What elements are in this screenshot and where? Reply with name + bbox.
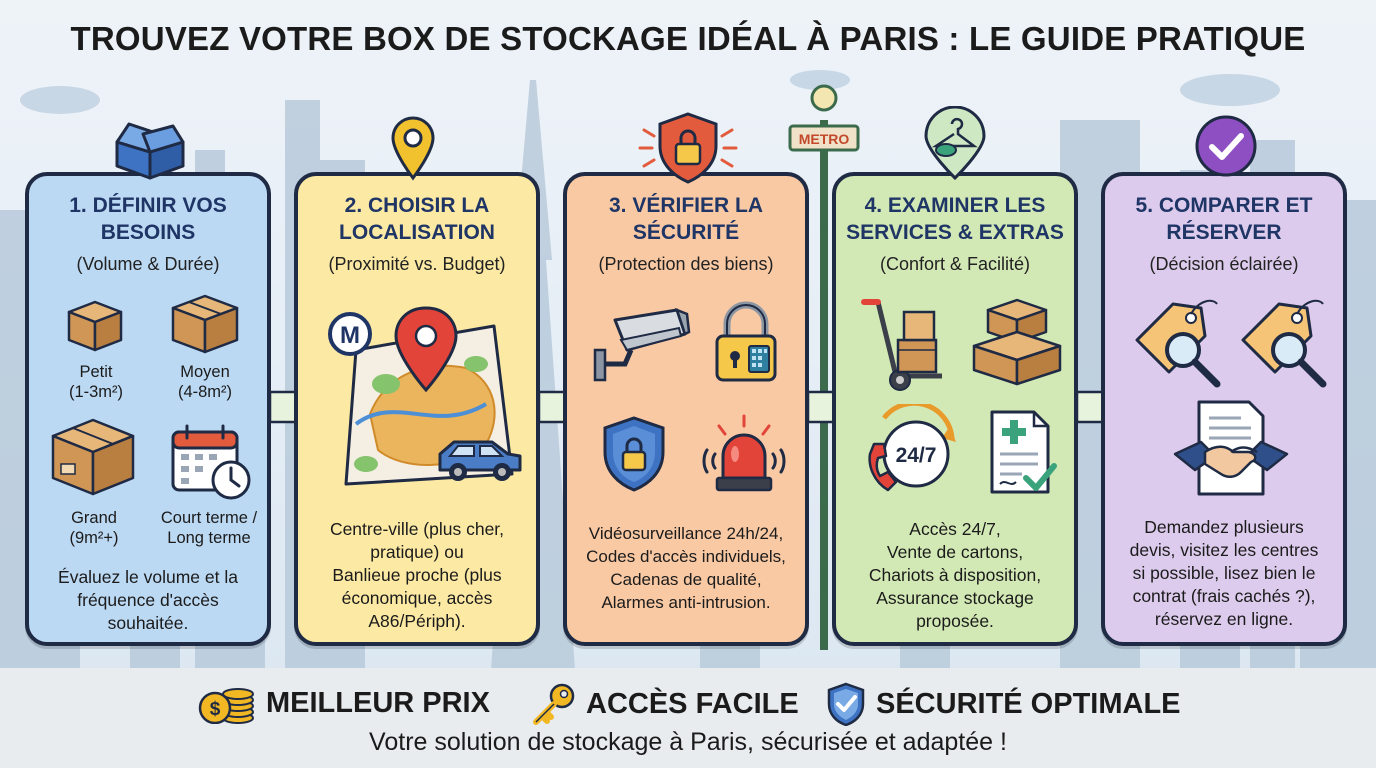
insurance-document-icon — [990, 410, 1057, 494]
shield-check-icon — [827, 682, 865, 726]
tagline: Votre solution de stockage à Paris, sécu… — [369, 728, 1007, 756]
step-subtitle: (Volume & Durée) — [76, 254, 220, 274]
step-description: Accès 24/7,Vente de cartons,Chariots à d… — [868, 519, 1042, 631]
hanger-icon — [924, 106, 986, 180]
hand-truck-icon — [861, 299, 942, 391]
large-box-icon — [51, 418, 135, 496]
size-medium-label: Moyen(4-8m²) — [177, 363, 233, 401]
padlock-keypad-icon — [715, 301, 777, 382]
coins-icon: $ — [198, 688, 254, 724]
step-subtitle: (Proximité vs. Budget) — [328, 254, 506, 274]
stacked-boxes-icon — [972, 298, 1062, 386]
feature-easy-access: ACCÈS FACILE — [532, 682, 799, 726]
check-circle-icon — [1195, 115, 1257, 177]
paris-map-icon: M — [328, 306, 522, 486]
medium-box-icon — [171, 294, 239, 354]
size-small-label: Petit(1-3m²) — [68, 363, 124, 401]
feature-label: SÉCURITÉ OPTIMALE — [876, 687, 1181, 720]
duration-label: Court terme /Long terme — [160, 509, 258, 547]
small-box-icon — [67, 300, 123, 352]
security-camera-icon — [593, 307, 691, 382]
location-pin-icon — [391, 116, 435, 181]
shield-lock-icon — [638, 112, 738, 184]
metro-sign-text: METRO — [799, 131, 850, 147]
price-tag-magnifier-icon — [1241, 299, 1327, 388]
feature-label: MEILLEUR PRIX — [266, 686, 490, 719]
feature-label: ACCÈS FACILE — [586, 687, 799, 720]
step-description: Vidéosurveillance 24h/24,Codes d'accès i… — [586, 524, 786, 612]
alarm-siren-icon — [702, 414, 786, 492]
step-subtitle: (Protection des biens) — [598, 254, 774, 274]
calendar-clock-icon — [171, 424, 251, 500]
handshake-contract-icon — [1173, 400, 1289, 496]
badge-24-7-text: 24/7 — [896, 444, 937, 467]
shield-padlock-icon — [603, 416, 665, 492]
key-icon — [533, 683, 575, 725]
feature-best-price: $ MEILLEUR PRIX — [198, 682, 490, 724]
metro-badge-text: M — [340, 322, 360, 349]
svg-text:$: $ — [210, 699, 221, 720]
step-subtitle: (Confort & Facilité) — [879, 254, 1031, 274]
page-title: TROUVEZ VOTRE BOX DE STOCKAGE IDÉAL À PA… — [70, 20, 1306, 57]
open-box-icon — [115, 122, 185, 180]
clock-24-7-icon: 24/7 — [868, 404, 956, 492]
size-large-label: Grand(9m²+) — [69, 509, 119, 547]
price-tag-magnifier-icon — [1135, 299, 1221, 388]
step-subtitle: (Décision éclairée) — [1149, 254, 1299, 274]
feature-optimal-security: SÉCURITÉ OPTIMALE — [826, 682, 1181, 726]
